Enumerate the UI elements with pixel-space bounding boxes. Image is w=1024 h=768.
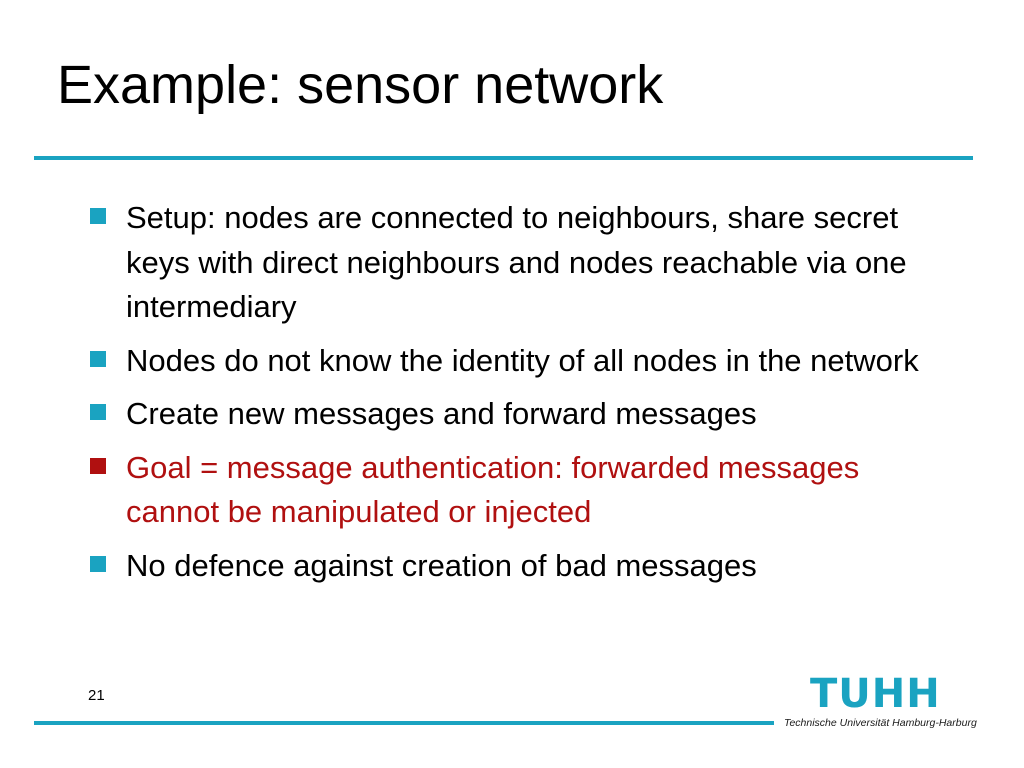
bullet-text: Create new messages and forward messages [126,396,757,431]
bullet-item: Setup: nodes are connected to neighbours… [90,196,960,330]
page-number: 21 [88,687,105,704]
bullet-list: Setup: nodes are connected to neighbours… [90,196,960,597]
bullet-text: No defence against creation of bad messa… [126,547,757,583]
square-bullet-icon [90,555,106,572]
bullet-text: Nodes do not know the identity of all no… [126,342,919,378]
slide-title: Example: sensor network [57,55,664,115]
footer-divider [34,721,774,725]
bullet-text-highlight: Goal = message authentication: forwarded… [126,449,860,530]
square-bullet-icon [90,404,106,420]
logo-subtitle: Technische Universität Hamburg-Harburg [784,717,977,729]
square-bullet-icon [90,457,106,474]
tuhh-logo: TUHH Technische Universität Hamburg-Harb… [780,671,977,736]
square-bullet-icon [90,208,106,224]
logo-wordmark: TUHH [810,671,941,717]
square-bullet-icon [90,350,106,367]
title-divider [34,156,973,160]
bullet-item: Create new messages and forward messages [90,392,960,437]
bullet-item-goal: Goal = message authentication: forwarded… [90,446,960,535]
bullet-item: Nodes do not know the identity of all no… [90,339,960,384]
bullet-item: No defence against creation of bad messa… [90,544,960,589]
bullet-text: Setup: nodes are connected to neighbours… [126,200,907,324]
